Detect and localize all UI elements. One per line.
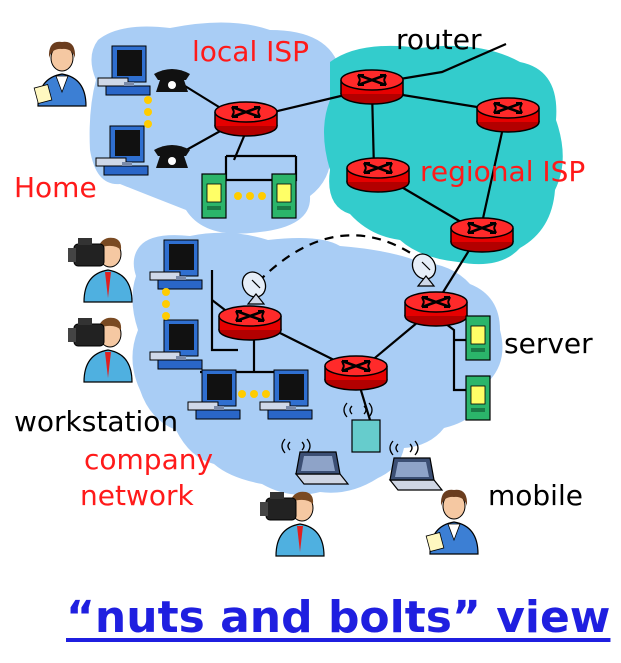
workstation-dots — [238, 390, 270, 398]
router-label: router — [396, 23, 482, 56]
slide-title: “nuts and bolts” view — [66, 592, 611, 643]
company-router-left — [217, 304, 283, 342]
mobile-user-woman — [425, 489, 479, 555]
regional-router-top — [339, 68, 405, 106]
server-label: server — [504, 327, 593, 360]
home-isp-router — [213, 100, 279, 138]
server-tower-top — [465, 315, 491, 361]
local-isp-label: local ISP — [192, 35, 310, 68]
company-label-line1: company — [84, 443, 214, 476]
home-dots — [144, 96, 152, 128]
regional-router-bottom — [449, 216, 515, 254]
cameraman-top — [67, 237, 133, 303]
mobile-label: mobile — [488, 479, 583, 512]
laptop-right — [389, 457, 443, 491]
company-pc-dots — [162, 288, 170, 320]
home-server-right — [271, 173, 297, 219]
wireless-link-dashed — [257, 234, 425, 283]
company-router-center — [323, 354, 389, 392]
company-router-right — [403, 290, 469, 328]
cameraman-bottom — [259, 491, 325, 557]
home-label: Home — [14, 171, 97, 204]
company-label-line2: network — [80, 479, 194, 512]
regional-router-right — [475, 96, 541, 134]
home-server-dots — [234, 192, 266, 200]
cameraman-middle — [67, 317, 133, 383]
home-server-left — [201, 173, 227, 219]
server-tower-bottom — [465, 375, 491, 421]
regional-isp-label: regional ISP — [420, 155, 586, 188]
wireless-access-point — [351, 419, 381, 453]
regional-router-left — [345, 156, 411, 194]
workstation-label: workstation — [14, 405, 179, 438]
home-user-woman — [33, 41, 87, 107]
